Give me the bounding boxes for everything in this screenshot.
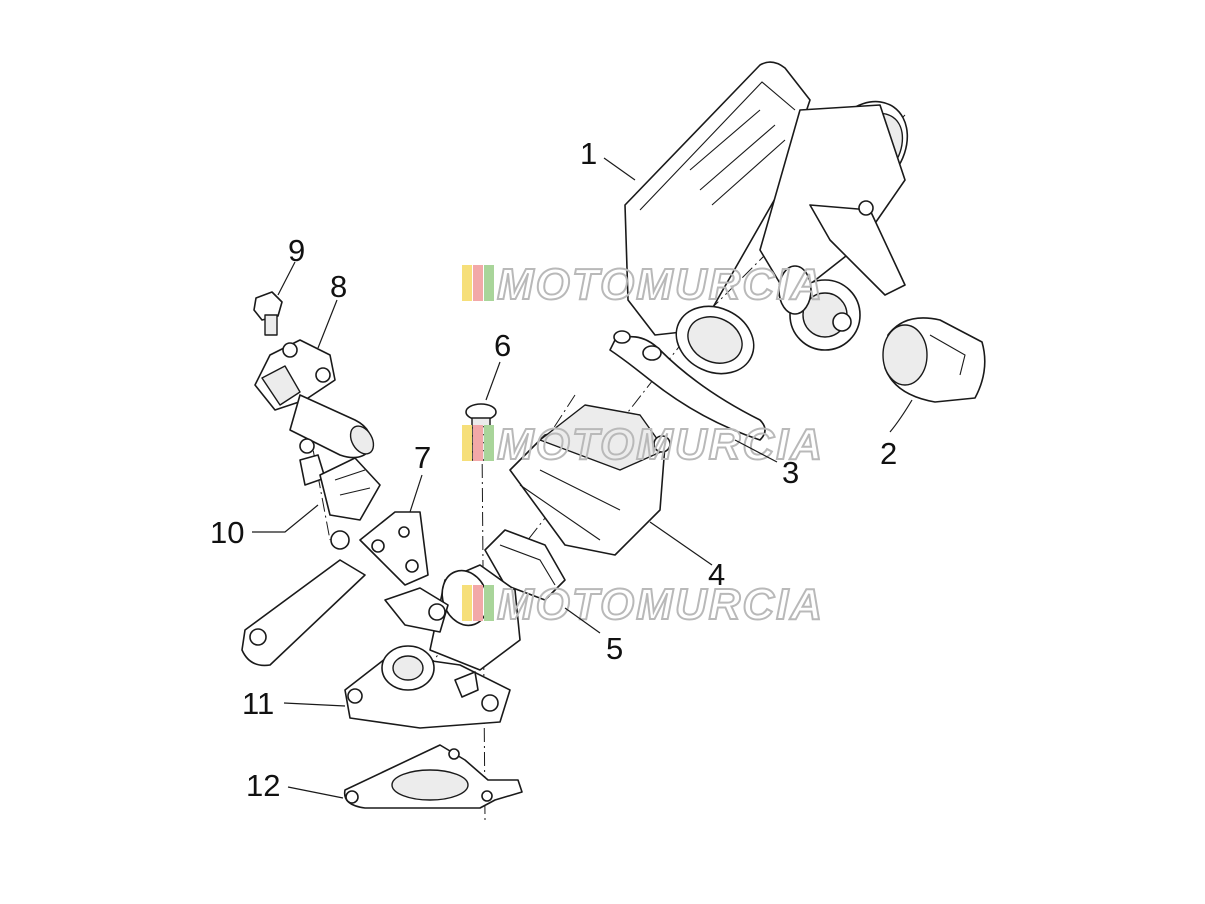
callout-5: 5 (606, 631, 623, 666)
watermark-text: MOTOMURCIA (497, 260, 824, 309)
watermark-stripe-green (484, 265, 494, 301)
callout-4: 4 (708, 557, 725, 592)
callout-2: 2 (880, 436, 897, 471)
watermark-text: MOTOMURCIA (497, 420, 824, 469)
watermark-stripe-yellow (462, 265, 472, 301)
leader-2 (889, 399, 913, 433)
callout-8: 8 (330, 269, 347, 304)
callout-11: 11 (242, 686, 274, 721)
leader-3 (734, 439, 778, 463)
leader-4 (649, 521, 713, 566)
leader-10 (252, 504, 319, 533)
callout-12: 12 (246, 768, 280, 803)
callout-labels: 1 2 3 4 5 6 7 8 9 10 11 12 (210, 136, 897, 803)
part-4-spacer (509, 404, 671, 556)
leader-8 (317, 299, 338, 349)
part-9-bolt (253, 291, 283, 336)
leader-6 (485, 361, 501, 401)
watermark-stripe-green (484, 585, 494, 621)
watermark-1: MOTOMURCIA (462, 259, 824, 310)
watermark-stripe-red (473, 265, 483, 301)
watermark-text: MOTOMURCIA (497, 580, 824, 629)
callout-6: 6 (494, 328, 511, 363)
part-1-throttle-body (624, 61, 909, 375)
leader-11 (283, 702, 346, 707)
watermark-stripe-yellow (462, 585, 472, 621)
leader-12 (287, 786, 344, 799)
part-12-gasket (343, 744, 523, 809)
part-10-sensor (299, 438, 381, 550)
leader-1 (603, 157, 636, 181)
watermark-2: MOTOMURCIA (462, 419, 824, 470)
callout-10: 10 (210, 515, 244, 550)
callout-1: 1 (580, 136, 597, 171)
part-7-bracket (241, 511, 429, 667)
watermark-3: MOTOMURCIA (462, 579, 824, 630)
callout-7: 7 (414, 440, 431, 475)
callout-leaders (252, 157, 913, 799)
part-8-injector (254, 339, 375, 459)
leader-5 (564, 607, 601, 634)
leader-9 (277, 261, 296, 296)
callout-9: 9 (288, 233, 305, 268)
part-2-cap (882, 317, 986, 403)
watermark-stripe-red (473, 585, 483, 621)
watermark-stripe-green (484, 425, 494, 461)
leader-7 (409, 474, 423, 513)
watermark-stripe-red (473, 425, 483, 461)
watermark-stripe-yellow (462, 425, 472, 461)
callout-3: 3 (782, 455, 799, 490)
part-3-hose (609, 330, 766, 441)
